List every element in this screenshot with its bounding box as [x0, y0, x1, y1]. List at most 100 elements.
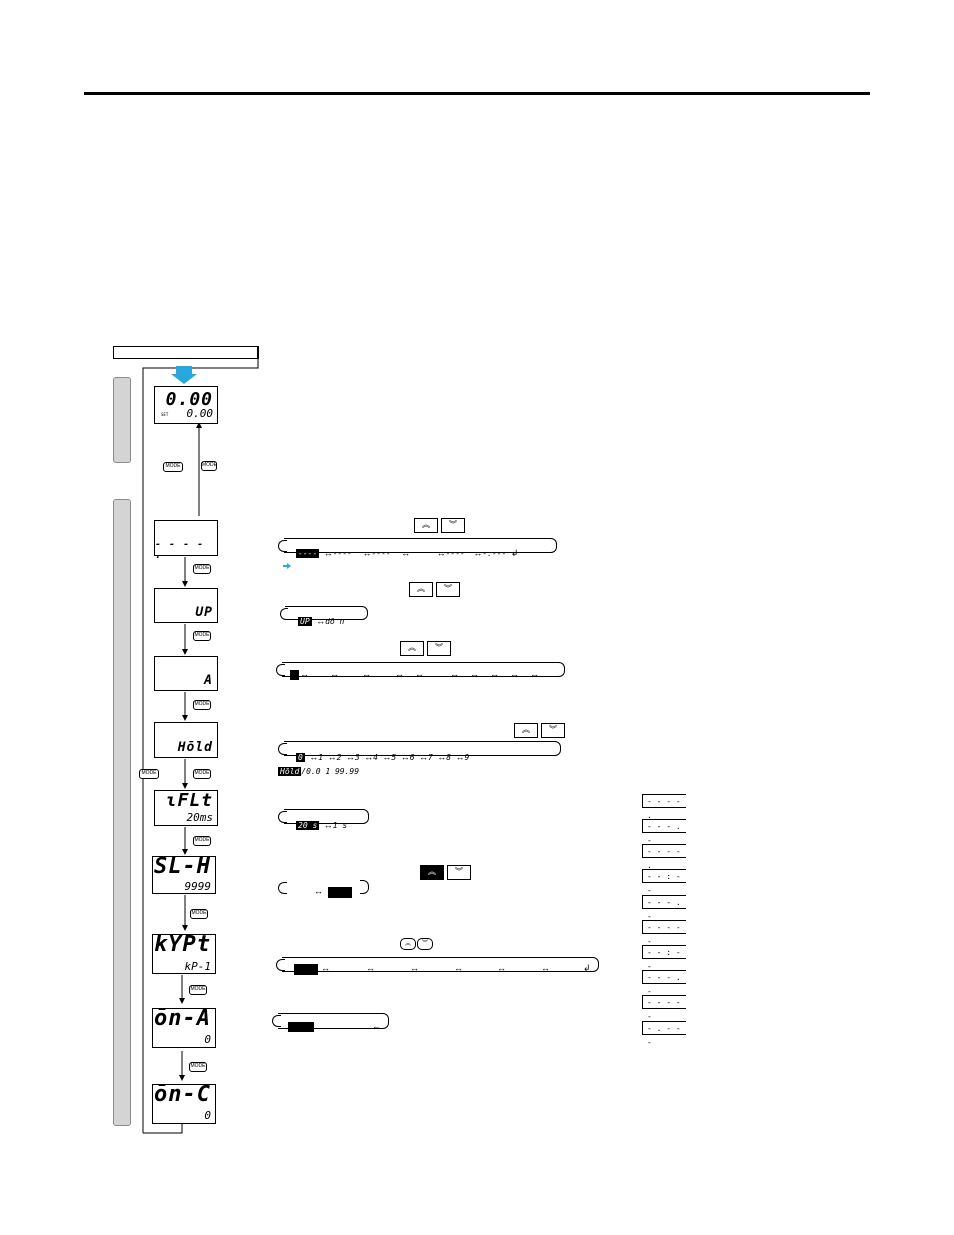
top-rule — [84, 92, 870, 95]
option[interactable]: 1 s — [332, 821, 348, 830]
arrow: ↔ — [454, 963, 463, 973]
display-main-value: - - - - . — [155, 539, 205, 561]
arrow: ↔ — [362, 669, 371, 679]
option[interactable]: 3 — [354, 753, 360, 762]
option-selected[interactable] — [328, 887, 352, 898]
option-selected[interactable]: 20 s — [296, 821, 320, 830]
chevron-up-icon: ︽ — [422, 520, 430, 529]
display-main-value: kYPt — [154, 932, 211, 957]
loop-start — [278, 811, 287, 823]
display-sub-value: kP-1 — [184, 960, 212, 973]
mode-button[interactable]: MODE — [193, 700, 211, 710]
arrow: ↔ — [490, 669, 499, 679]
mode-button[interactable]: MODE — [193, 769, 211, 779]
decimal-reference-box: - - - . - — [642, 819, 686, 845]
option-selected[interactable]: 0 — [296, 753, 305, 762]
arrow: ↔ — [530, 669, 539, 679]
display-sub-value: 9999 — [184, 880, 212, 893]
down-key[interactable]: ︾ — [541, 723, 565, 738]
up-key[interactable]: ︽ — [420, 865, 444, 880]
down-key[interactable]: ︾ — [441, 518, 465, 533]
lcd-display-on-a: ōn-A 0 — [152, 1006, 216, 1048]
decimal-reference-box: - - - . - — [642, 895, 686, 921]
option[interactable]: 6 — [409, 753, 415, 762]
down-key[interactable]: ︾ — [427, 641, 451, 656]
chevron-down-icon: ︾ — [455, 867, 463, 876]
option[interactable]: 5 — [391, 753, 397, 762]
chevron-down-icon: ︾ — [549, 725, 557, 734]
decimal-reference-box: - - : - - — [642, 945, 686, 971]
decimal-reference-box: - - - - . — [642, 794, 686, 820]
mode-button[interactable]: MODE — [163, 462, 183, 472]
mode-button[interactable]: MODE — [193, 836, 211, 846]
mode-button[interactable]: MODE — [201, 461, 217, 471]
option[interactable]: 2 — [336, 753, 342, 762]
option[interactable]: 7 — [427, 753, 433, 762]
mode-button[interactable]: MODE — [193, 564, 211, 574]
reset-loop — [282, 662, 565, 677]
blue-pointer-icon — [283, 563, 291, 569]
arrow: ↔ — [450, 669, 459, 679]
option-selected[interactable] — [294, 964, 318, 975]
lcd-display-keyprotect: kYPt kP-1 — [152, 932, 216, 974]
loop-start — [276, 959, 285, 971]
mode-button[interactable]: MODE — [193, 631, 211, 641]
lcd-display-hold: Hōld — [154, 722, 218, 758]
option[interactable]: 1 — [318, 753, 324, 762]
decimal-reference-box: - - - - - — [642, 995, 686, 1021]
scale-loop — [360, 880, 369, 894]
set-indicator: SET — [161, 412, 169, 417]
display-main-value: ɩFLt — [165, 790, 213, 811]
decimal-reference-box: - - - . - — [642, 970, 686, 996]
option[interactable]: ---- — [371, 549, 391, 558]
option-selected[interactable] — [288, 1022, 314, 1032]
mode-button[interactable]: MODE — [139, 769, 159, 779]
arrow: ↔ — [410, 963, 419, 973]
filter-options: 20 s ↔1 s — [296, 820, 348, 830]
arrow: ↔ — [497, 963, 506, 973]
chevron-up-icon: ︽ — [428, 867, 436, 876]
option-selected[interactable]: UP — [298, 617, 312, 626]
decimal-loop — [284, 538, 557, 553]
on-a-loop — [278, 1013, 389, 1029]
arrow: ↔ — [395, 669, 404, 679]
option-selected[interactable] — [290, 670, 299, 680]
option[interactable]: -.--- — [482, 549, 507, 558]
loop-start — [278, 743, 287, 755]
down-key[interactable]: ︾ — [417, 938, 433, 950]
mode-button[interactable]: MODE — [189, 1062, 207, 1072]
option[interactable]: ---- — [445, 549, 465, 558]
display-sub-value: 20ms — [186, 811, 214, 824]
option-selected[interactable]: ---- — [296, 549, 320, 558]
loop-start — [280, 608, 288, 620]
option[interactable]: 9 — [464, 753, 470, 762]
up-key[interactable]: ︽ — [409, 582, 433, 597]
option[interactable]: 8 — [446, 753, 452, 762]
display-main-value: 0.00 — [165, 389, 213, 410]
option[interactable]: ---- — [332, 549, 352, 558]
up-key[interactable]: ︽ — [400, 938, 416, 950]
down-key[interactable]: ︾ — [436, 582, 460, 597]
start-arrow-icon — [171, 366, 197, 384]
mode-button[interactable]: MODE — [190, 909, 208, 919]
decimal-reference-box: - - - - - — [642, 920, 686, 946]
hold-note-selected: Hōld — [278, 767, 302, 776]
up-key[interactable]: ︽ — [400, 641, 424, 656]
direction-loop — [285, 606, 368, 620]
lcd-display-run: 0.00 SET 0.00 — [154, 386, 218, 424]
hold-note: Hōld/0.0 1 99.99 — [278, 761, 359, 779]
up-key[interactable]: ︽ — [414, 518, 438, 533]
option[interactable]: dō n — [325, 617, 345, 626]
arrow: ↲ — [583, 963, 591, 973]
arrow: ↔ — [330, 669, 339, 679]
option[interactable]: 4 — [373, 753, 378, 762]
hold-options: 0 ↔1 ↔2 ↔3 ↔4 ↔5 ↔6 ↔7 ↔8 ↔9 — [296, 752, 470, 762]
chevron-up-icon: ︽ — [408, 643, 416, 652]
hold-loop — [284, 741, 561, 756]
run-mode-bar — [113, 377, 131, 463]
mode-button[interactable]: MODE — [189, 985, 207, 995]
up-key[interactable]: ︽ — [514, 723, 538, 738]
down-key[interactable]: ︾ — [447, 865, 471, 880]
function-setting-bar — [113, 499, 131, 1126]
